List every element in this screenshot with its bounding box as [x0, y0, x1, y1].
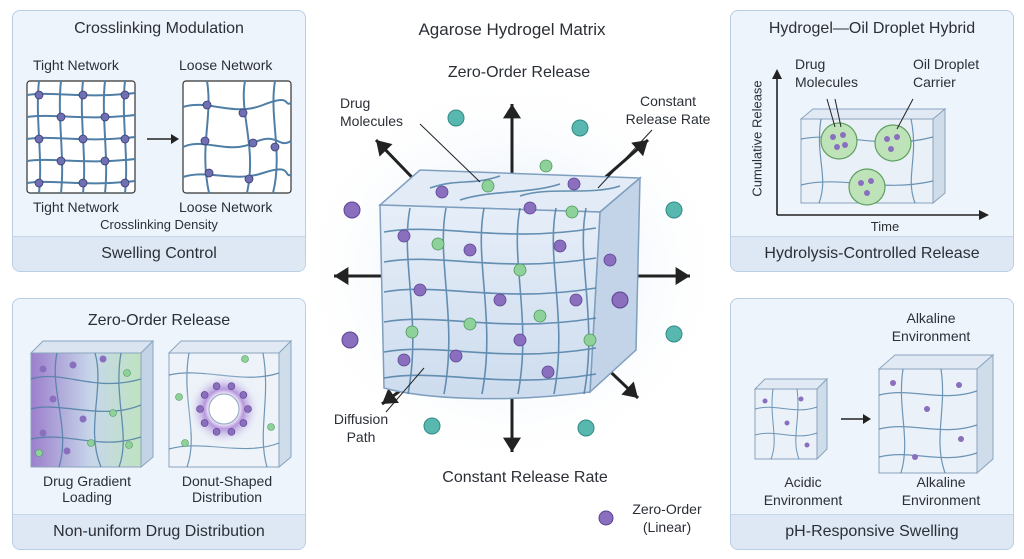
nonuniform-panel: Zero-Order Release	[12, 298, 306, 550]
crosslinking-title: Crosslinking Modulation	[74, 20, 244, 37]
crosslinking-density-label: Crosslinking Density	[100, 217, 218, 232]
alkaline-top-label: Alkaline Environment	[891, 310, 971, 344]
crosslinking-diagram	[26, 80, 292, 194]
loose-network-bottom-label: Loose Network	[179, 199, 273, 215]
hybrid-diagram	[772, 69, 989, 220]
tight-network-bottom-label: Tight Network	[33, 199, 119, 215]
zero-order-release-label: Zero-Order Release	[447, 64, 591, 81]
hybrid-footer: Hydrolysis-Controlled Release	[731, 236, 1013, 271]
hybrid-x-axis-label: Time	[870, 219, 900, 234]
nonuniform-title: Zero-Order Release	[87, 312, 231, 329]
drug-gradient-label: Drug Gradient Loading	[43, 473, 131, 505]
center-title: Agarose Hydrogel Matrix	[418, 20, 606, 39]
alkaline-bottom-label: Alkaline Environment	[901, 474, 981, 508]
swelling-control-footer: Swelling Control	[13, 236, 305, 271]
loose-network-top-label: Loose Network	[179, 57, 273, 73]
center-constant-rate-label: Constant Release Rate	[625, 93, 711, 127]
crosslinking-panel: Crosslinking Modulation Tight Network Lo…	[12, 10, 306, 272]
hybrid-drug-label: Drug Molecules	[795, 56, 859, 90]
constant-release-rate-bottom-label: Constant Release Rate	[442, 469, 608, 486]
zero-order-legend-label: Zero-Order (Linear)	[632, 501, 702, 535]
nonuniform-footer: Non-uniform Drug Distribution	[13, 514, 305, 549]
diffusion-path-label: Diffusion Path	[333, 411, 389, 445]
donut-distribution-label: Donut-Shaped Distribution	[181, 473, 273, 505]
hybrid-panel: Hydrogel—Oil Droplet Hybrid Cumulative R…	[730, 10, 1014, 272]
ph-panel: Alkaline Environment Acidic Environment …	[730, 298, 1014, 550]
acidic-label: Acidic Environment	[763, 474, 843, 508]
center-drug-molecules-label: Drug Molecules	[340, 95, 404, 129]
hybrid-title: Hydrogel—Oil Droplet Hybrid	[768, 20, 976, 37]
tight-network-top-label: Tight Network	[33, 57, 119, 73]
nonuniform-diagram	[29, 339, 293, 469]
ph-diagram	[753, 353, 995, 475]
hybrid-oil-label: Oil Droplet Carrier	[913, 56, 980, 90]
ph-footer: pH-Responsive Swelling	[731, 514, 1013, 549]
